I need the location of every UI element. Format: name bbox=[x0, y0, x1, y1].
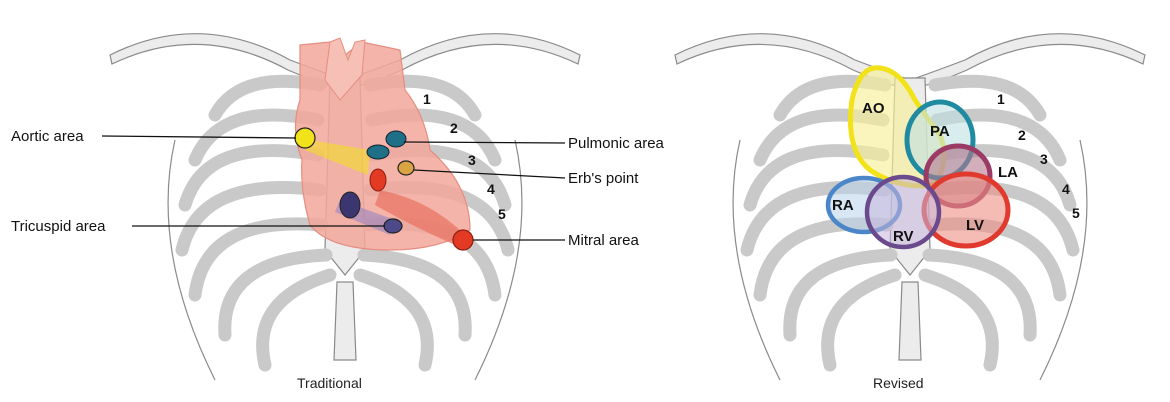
erbs-point-marker bbox=[398, 161, 414, 175]
aortic-area-marker bbox=[295, 128, 315, 148]
pulmonic-valve-marker bbox=[367, 145, 389, 159]
rib-number-2: 2 bbox=[1018, 127, 1026, 143]
revised-panel: AO PA LA RA RV LV 1 2 3 4 5 Revised bbox=[675, 34, 1145, 391]
revised-caption: Revised bbox=[873, 375, 924, 391]
heart-illustration bbox=[295, 38, 470, 250]
rib-number-4: 4 bbox=[1062, 181, 1070, 197]
la-label: LA bbox=[998, 164, 1018, 181]
rib-number-5: 5 bbox=[1072, 205, 1080, 221]
aortic-leader bbox=[102, 136, 296, 138]
ao-label: AO bbox=[862, 100, 885, 117]
traditional-panel: 1 2 3 4 5 Aortic area Pulmonic area Erb'… bbox=[11, 34, 665, 391]
mitral-area-label: Mitral area bbox=[568, 232, 640, 249]
ra-label: RA bbox=[832, 197, 854, 214]
aortic-area-label: Aortic area bbox=[11, 128, 84, 145]
tricuspid-area-marker bbox=[384, 219, 402, 233]
rib-number-3: 3 bbox=[1040, 151, 1048, 167]
pulmonic-area-marker bbox=[386, 131, 406, 147]
rib-number-3: 3 bbox=[468, 152, 476, 168]
erbs-point-label: Erb's point bbox=[568, 170, 639, 187]
tricuspid-area-label: Tricuspid area bbox=[11, 218, 106, 235]
rib-number-1: 1 bbox=[997, 91, 1005, 107]
tricuspid-valve-marker bbox=[340, 192, 360, 218]
erbs-valve-marker bbox=[370, 169, 386, 191]
rib-number-2: 2 bbox=[450, 120, 458, 136]
mitral-area-marker bbox=[453, 230, 473, 250]
lv-label: LV bbox=[966, 217, 984, 234]
pa-label: PA bbox=[930, 123, 950, 140]
rv-label: RV bbox=[893, 228, 914, 245]
rib-number-5: 5 bbox=[498, 206, 506, 222]
rib-number-4: 4 bbox=[487, 181, 495, 197]
rib-number-1: 1 bbox=[423, 91, 431, 107]
traditional-caption: Traditional bbox=[297, 375, 362, 391]
pulmonic-area-label: Pulmonic area bbox=[568, 135, 665, 152]
